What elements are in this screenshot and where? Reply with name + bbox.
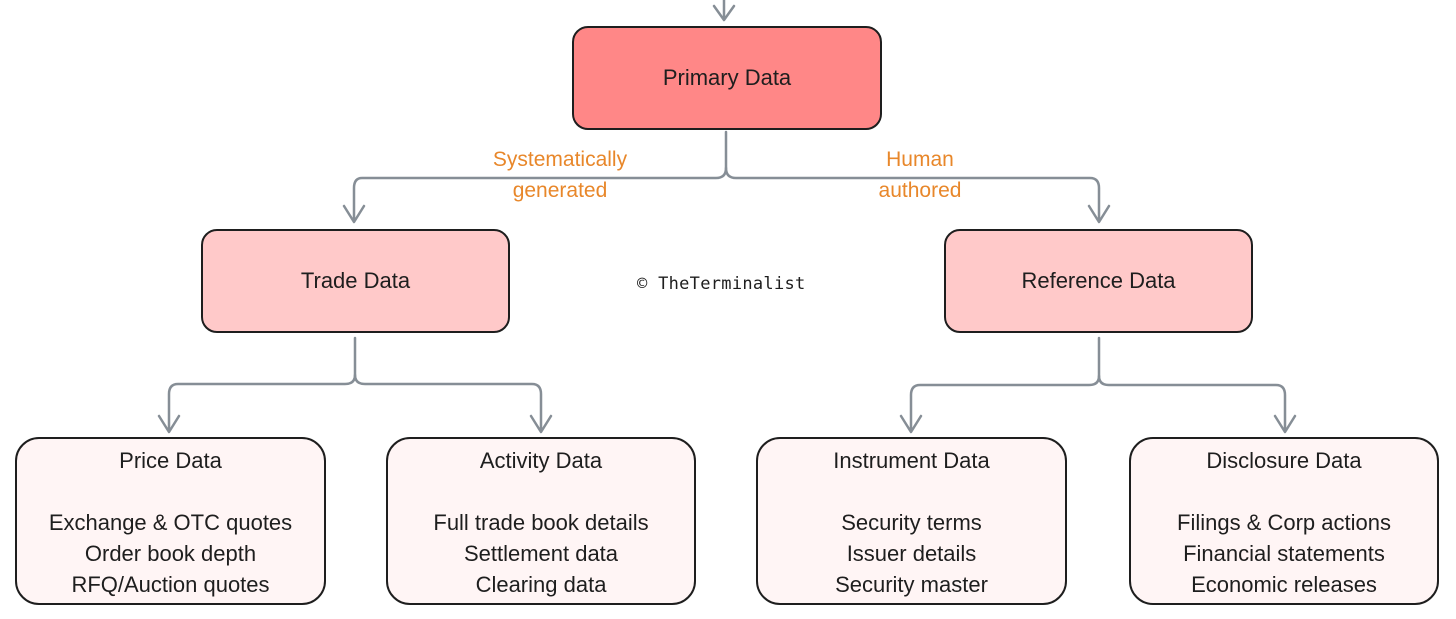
leaf-title: Activity Data: [479, 448, 603, 473]
leaf-disclosure-data: Disclosure Data Filings & Corp actions F…: [1129, 437, 1439, 605]
edge-label-line: generated: [512, 179, 608, 202]
leaf-title: Instrument Data: [833, 448, 990, 473]
reference-data-label: Reference Data: [1021, 268, 1176, 293]
leaf-title: Price Data: [119, 448, 222, 473]
leaf-price-data: Price Data Exchange & OTC quotes Order b…: [15, 437, 326, 605]
edge-label-line: Human: [886, 148, 954, 171]
leaf-item: Security terms: [841, 510, 982, 535]
trade-data-node: Trade Data: [201, 229, 510, 333]
leaf-item: Financial statements: [1183, 541, 1385, 566]
leaf-item: Security master: [835, 572, 988, 597]
edge-label-human-authored: Human authored: [820, 144, 1020, 206]
copyright-credit: © TheTerminalist: [637, 274, 806, 294]
leaf-item: Issuer details: [846, 541, 977, 566]
primary-data-label: Primary Data: [662, 65, 792, 90]
leaf-item: Economic releases: [1191, 572, 1377, 597]
leaf-item: Filings & Corp actions: [1177, 510, 1391, 535]
incoming-arrow: [712, 0, 736, 22]
primary-data-node: Primary Data: [572, 26, 882, 130]
leaf-activity-data: Activity Data Full trade book details Se…: [386, 437, 696, 605]
reference-leaf-connector: [1097, 374, 1297, 434]
leaf-instrument-data: Instrument Data Security terms Issuer de…: [756, 437, 1067, 605]
root-branch-connector: [724, 166, 1111, 224]
leaf-item: Order book depth: [84, 541, 257, 566]
leaf-title: Disclosure Data: [1206, 448, 1362, 473]
leaf-item: RFQ/Auction quotes: [71, 572, 270, 597]
edge-label-line: authored: [878, 179, 962, 202]
trade-data-label: Trade Data: [300, 268, 411, 293]
edge-label-line: Systematically: [492, 148, 628, 171]
leaf-item: Settlement data: [463, 541, 619, 566]
trade-leaf-connector: [157, 336, 357, 434]
reference-data-node: Reference Data: [944, 229, 1253, 333]
leaf-item: Clearing data: [475, 572, 607, 597]
edge-label-systematically-generated: Systematically generated: [460, 144, 660, 206]
trade-leaf-connector: [353, 373, 553, 434]
reference-leaf-connector: [899, 336, 1101, 434]
leaf-item: Exchange & OTC quotes: [48, 510, 293, 535]
leaf-item: Full trade book details: [433, 510, 649, 535]
